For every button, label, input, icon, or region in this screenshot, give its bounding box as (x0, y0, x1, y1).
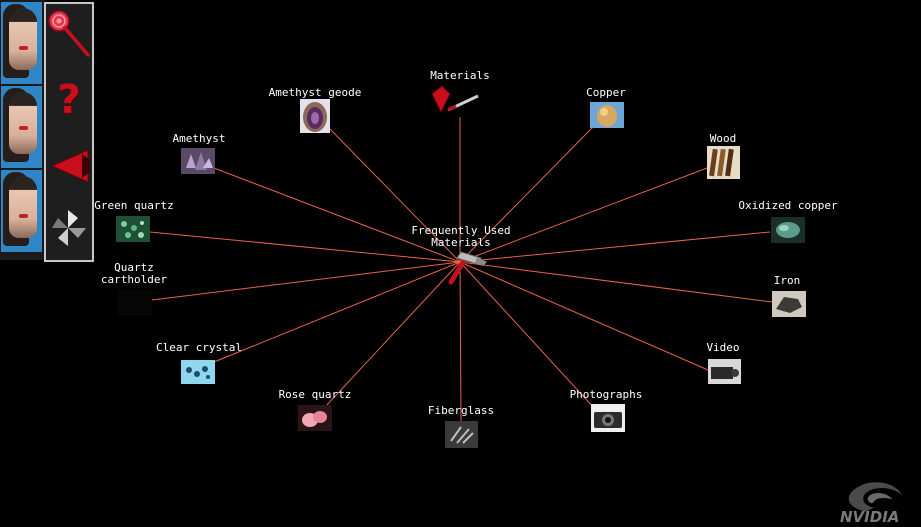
copper-thumbnail[interactable] (590, 102, 624, 128)
node-label-oxidized-copper[interactable]: Oxidized copper (738, 199, 838, 212)
quartz-cartholder-thumbnail[interactable] (118, 290, 152, 316)
node-label-iron[interactable]: Iron (773, 274, 801, 287)
amethyst-thumbnail[interactable] (181, 148, 215, 174)
node-label-amethyst-geode[interactable]: Amethyst geode (268, 86, 362, 99)
brand-wordmark: NVIDIA (840, 508, 900, 526)
photographs-thumbnail[interactable] (591, 404, 625, 432)
green-quartz-thumbnail[interactable] (116, 216, 150, 242)
node-label-materials[interactable]: Materials (430, 69, 490, 82)
node-label-wood[interactable]: Wood (709, 132, 737, 145)
iron-thumbnail[interactable] (772, 291, 806, 317)
hammer-icon[interactable] (443, 246, 491, 286)
node-label-amethyst[interactable]: Amethyst (172, 132, 226, 145)
amethyst-geode-thumbnail[interactable] (300, 99, 330, 133)
video-thumbnail[interactable] (708, 359, 741, 384)
help-button[interactable]: ? (46, 70, 92, 130)
oxidized-copper-thumbnail[interactable] (771, 217, 805, 243)
node-label-photographs[interactable]: Photographs (569, 388, 643, 401)
rose-quartz-thumbnail[interactable] (298, 405, 332, 431)
question-mark-icon: ? (57, 77, 81, 123)
portrait-photo (1, 2, 42, 84)
pinwheel-icon (52, 210, 86, 246)
node-label-copper[interactable]: Copper (586, 86, 626, 99)
back-arrow-icon (50, 149, 90, 183)
portrait-photo (1, 170, 42, 252)
fiberglass-thumbnail[interactable] (445, 421, 478, 448)
materials-thumbnail[interactable] (430, 84, 482, 118)
portrait-photo (1, 86, 42, 168)
back-button[interactable] (46, 136, 92, 196)
node-label-video[interactable]: Video (706, 341, 740, 354)
pinwheel-tool-button[interactable] (46, 198, 92, 258)
magnifying-glass-icon (48, 10, 90, 57)
clear-crystal-thumbnail[interactable] (181, 360, 215, 384)
node-label-rose-quartz[interactable]: Rose quartz (278, 388, 352, 401)
magnify-tool-button[interactable] (46, 4, 92, 64)
photo-strip (0, 0, 44, 260)
nvidia-logo-icon (848, 482, 902, 512)
node-label-green-quartz[interactable]: Green quartz (94, 199, 174, 212)
node-label-fiberglass[interactable]: Fiberglass (427, 404, 495, 417)
node-label-clear-crystal[interactable]: Clear crystal (155, 341, 243, 354)
center-node-label: Frequently Used Materials (411, 224, 511, 249)
node-label-quartz-cartholder[interactable]: Quartz cartholder (100, 261, 168, 286)
tool-panel: ? (44, 2, 94, 262)
wood-thumbnail[interactable] (707, 146, 740, 179)
